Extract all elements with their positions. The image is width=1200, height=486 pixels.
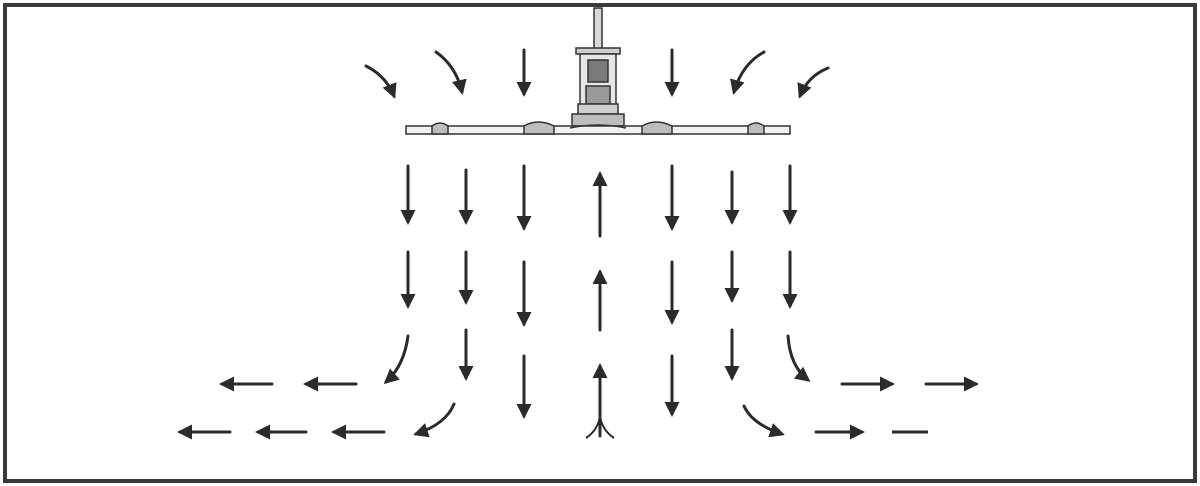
arrow-icon: [797, 66, 830, 99]
arrow-icon: [786, 334, 811, 382]
ceiling-fan-icon: [405, 7, 791, 135]
arrow-icon: [434, 50, 467, 95]
airflow-arrows: [177, 48, 979, 440]
arrow-icon: [742, 404, 785, 438]
center-updraft-base: [585, 415, 615, 439]
arrow-icon: [413, 402, 456, 438]
diagram-border: [3, 3, 1197, 483]
arrow-icon: [364, 64, 397, 99]
arrow-icon: [730, 50, 766, 95]
arrow-icon: [383, 334, 410, 384]
